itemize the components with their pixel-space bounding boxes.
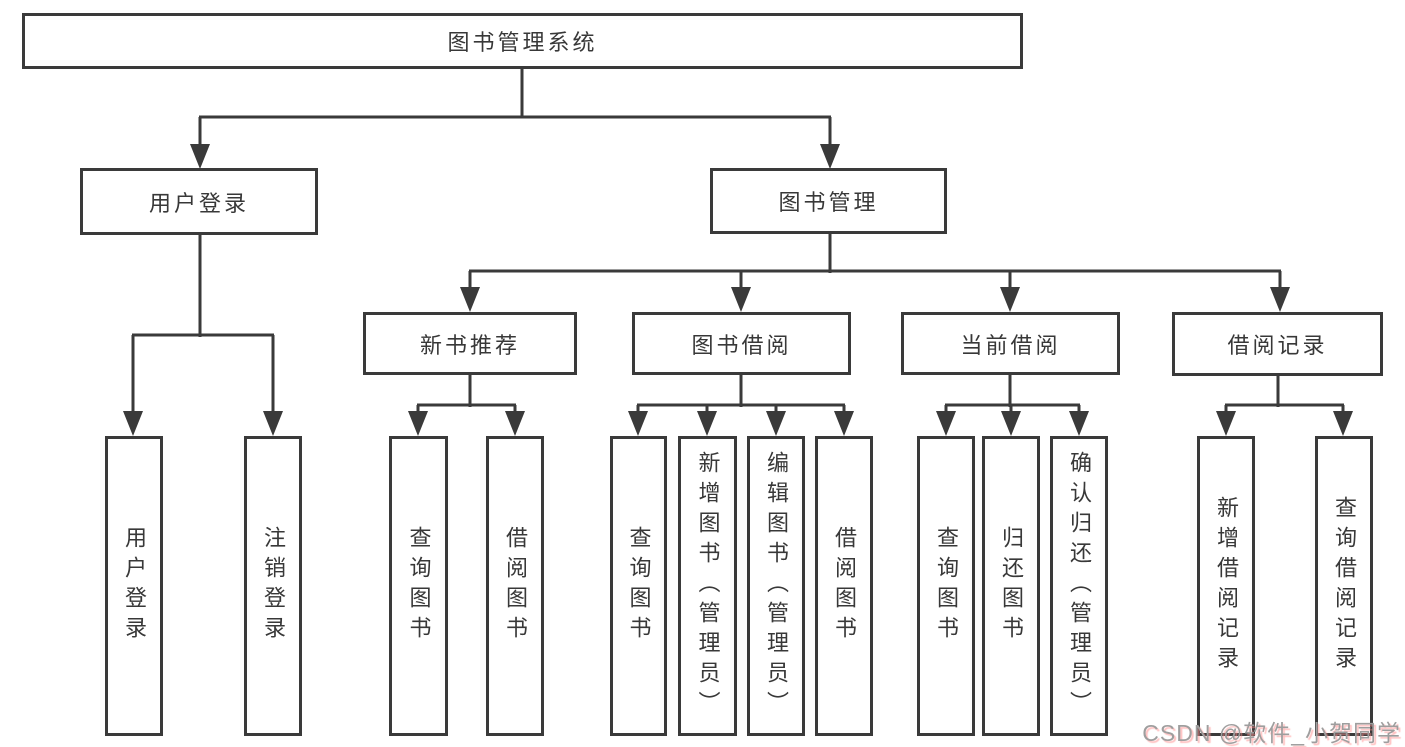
arrow-leaf-11 <box>1069 411 1089 436</box>
node-book-borrowing: 图书借阅 <box>632 312 851 375</box>
connector-book-borrowing <box>636 375 846 416</box>
arrow-book-borrowing <box>731 287 751 312</box>
connector-strokes <box>131 69 1345 416</box>
arrow-new-book-recommend <box>460 287 480 312</box>
arrow-current-borrowing <box>1000 287 1020 312</box>
node-borrow-records: 借阅记录 <box>1172 312 1383 376</box>
node-user-login: 用户登录 <box>80 168 318 235</box>
leaf-add-borrow-record: 新增借阅记录 <box>1197 436 1255 736</box>
node-new-book-recommend: 新书推荐 <box>363 312 577 375</box>
node-book-management: 图书管理 <box>710 168 947 234</box>
leaf-add-borrow-record-label: 新增借阅记录 <box>1214 496 1239 676</box>
leaf-add-books-admin-label: 新增图书（管理员） <box>695 451 721 721</box>
connector-current-borrowing <box>944 375 1081 416</box>
arrow-leaf-3 <box>408 411 428 436</box>
leaf-add-books-admin: 新增图书（管理员） <box>678 436 737 736</box>
arrow-borrow-records <box>1270 287 1290 312</box>
leaf-query-borrow-record-label: 查询借阅记录 <box>1332 496 1357 676</box>
arrow-leaf-7 <box>766 411 786 436</box>
connector-new-book-recommend <box>416 375 517 416</box>
node-root-library-management-system: 图书管理系统 <box>22 13 1023 69</box>
arrow-leaf-4 <box>505 411 525 436</box>
leaf-user-login: 用户登录 <box>105 436 163 736</box>
connector-borrow-records <box>1224 375 1345 416</box>
leaf-borrow-books-label: 借阅图书 <box>832 526 857 646</box>
leaf-query-books-current-label: 查询图书 <box>934 526 959 646</box>
arrow-leaf-1 <box>123 411 143 436</box>
arrow-leaf-8 <box>834 411 854 436</box>
leaf-edit-books-admin-label: 编辑图书（管理员） <box>764 451 789 721</box>
arrow-book-management <box>820 144 840 169</box>
leaf-query-books-current: 查询图书 <box>917 436 975 736</box>
leaf-return-books-label: 归还图书 <box>999 526 1024 646</box>
csdn-watermark: CSDN @软件_小贺同学 <box>1142 720 1401 746</box>
leaf-query-books-borrowing: 查询图书 <box>610 436 667 736</box>
arrow-leaf-12 <box>1216 411 1236 436</box>
arrow-leaf-9 <box>936 411 956 436</box>
arrowheads <box>123 144 1353 436</box>
node-current-borrowing: 当前借阅 <box>901 312 1120 375</box>
leaf-borrow-books-recommend: 借阅图书 <box>486 436 544 736</box>
leaf-query-books-recommend-label: 查询图书 <box>406 526 432 646</box>
leaf-edit-books-admin: 编辑图书（管理员） <box>747 436 805 736</box>
arrow-leaf-13 <box>1333 411 1353 436</box>
leaf-query-books-borrowing-label: 查询图书 <box>626 526 652 646</box>
leaf-confirm-return-admin-label: 确认归还（管理员） <box>1067 451 1092 721</box>
leaf-query-borrow-record: 查询借阅记录 <box>1315 436 1373 736</box>
arrow-leaf-5 <box>628 411 648 436</box>
leaf-logout-label: 注销登录 <box>261 526 286 646</box>
leaf-borrow-books-recommend-label: 借阅图书 <box>503 526 528 646</box>
leaf-query-books-recommend: 查询图书 <box>389 436 448 736</box>
leaf-logout: 注销登录 <box>244 436 302 736</box>
arrow-leaf-10 <box>1001 411 1021 436</box>
arrow-leaf-2 <box>263 411 283 436</box>
connector-user-login <box>131 235 275 416</box>
leaf-user-login-label: 用户登录 <box>122 526 147 646</box>
connector-book-management <box>468 234 1282 292</box>
leaf-borrow-books: 借阅图书 <box>815 436 873 736</box>
connector-root <box>198 69 832 148</box>
arrow-user-login <box>190 144 210 169</box>
leaf-confirm-return-admin: 确认归还（管理员） <box>1050 436 1108 736</box>
leaf-return-books: 归还图书 <box>982 436 1040 736</box>
arrow-leaf-6 <box>697 411 717 436</box>
